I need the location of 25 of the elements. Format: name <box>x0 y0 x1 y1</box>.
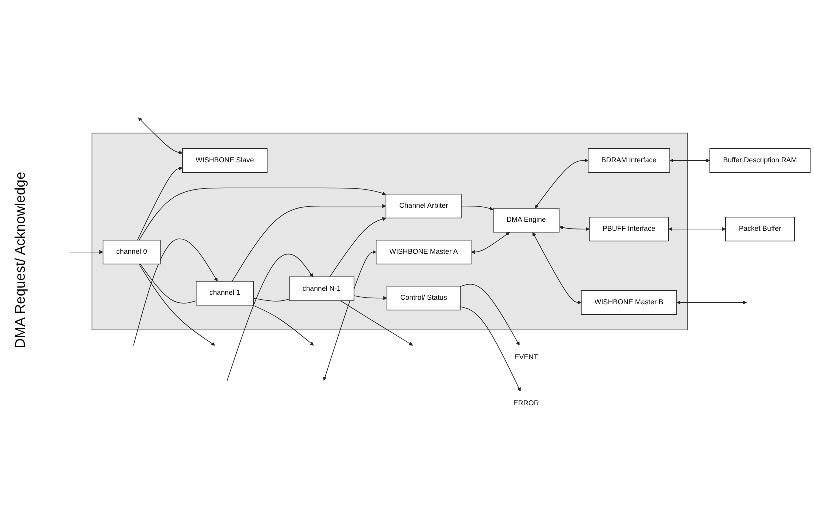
arrow <box>670 158 710 163</box>
arrow <box>138 264 216 346</box>
arrow <box>532 232 582 305</box>
arrow <box>137 166 183 241</box>
cluster <box>92 132 688 330</box>
side-label: DMA Request/ Acknowledge <box>12 172 28 348</box>
arrow <box>252 305 314 346</box>
arrow <box>676 300 748 305</box>
arrow <box>340 300 414 346</box>
arrow <box>226 254 314 382</box>
arrow <box>668 227 726 232</box>
arrow <box>70 250 104 254</box>
arrow <box>330 217 386 278</box>
arrow <box>354 296 388 300</box>
arrow <box>232 204 386 282</box>
arrow <box>323 250 377 381</box>
arrow <box>535 158 589 208</box>
arrow <box>138 118 183 155</box>
arrow <box>138 188 386 241</box>
arrow <box>460 306 521 392</box>
arrow <box>460 284 520 346</box>
arrow <box>471 232 510 254</box>
arrow <box>133 238 218 346</box>
arrow <box>461 206 494 211</box>
arrow <box>559 226 590 232</box>
